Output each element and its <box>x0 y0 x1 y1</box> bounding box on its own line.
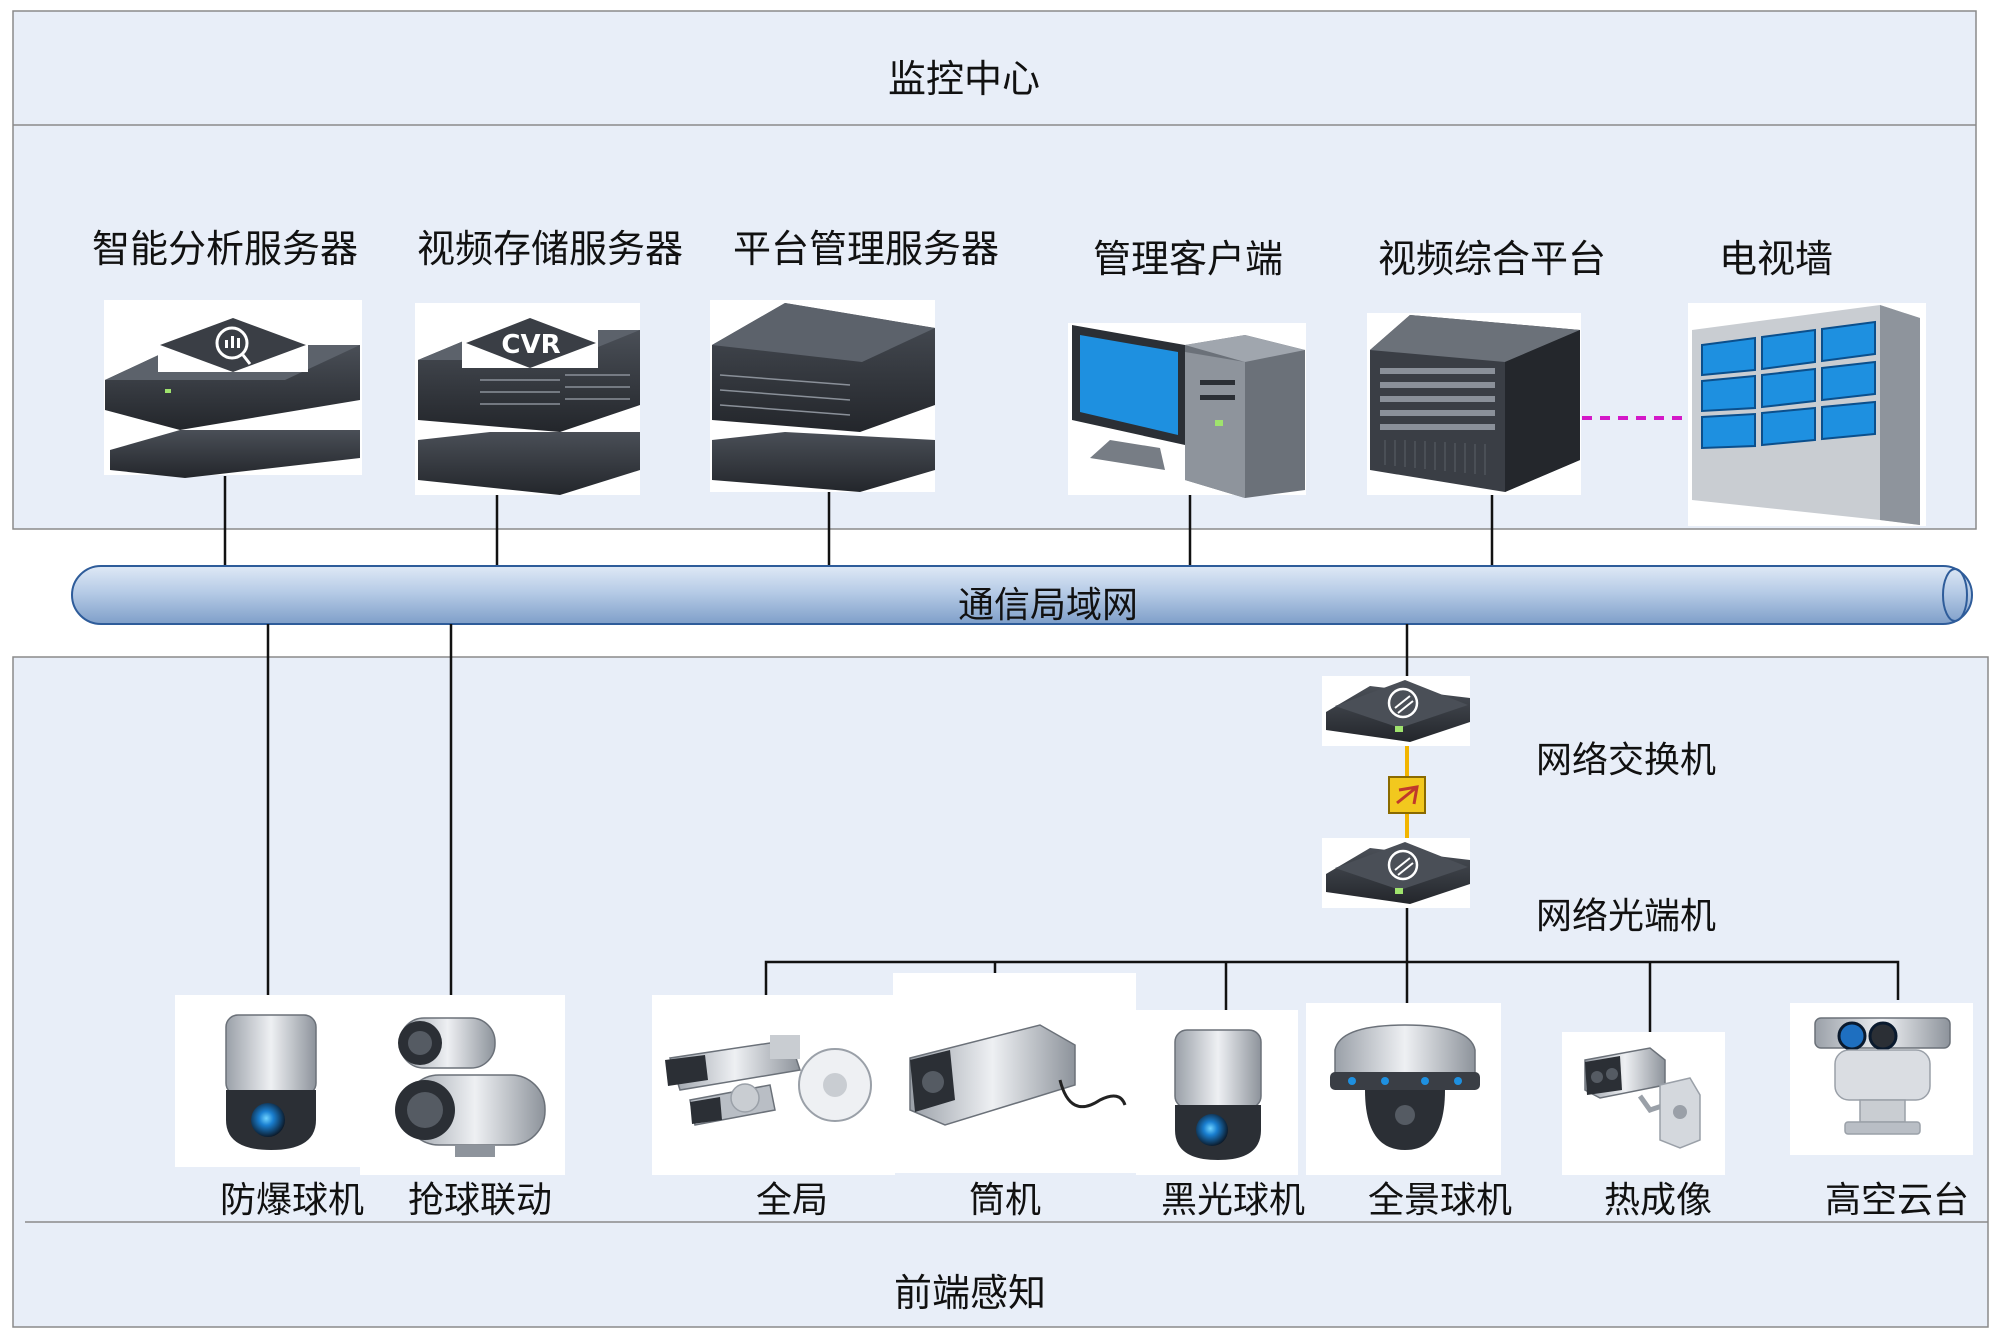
device-label-blacklight-dome: 黑光球机 <box>1161 1180 1305 1221</box>
panoramic-dome-camera-icon <box>1306 1003 1501 1175</box>
fiber-converter-icon <box>1388 776 1426 814</box>
monitoring-center-title: 监控中心 <box>888 57 1040 101</box>
device-label-explosion-proof-dome: 防爆球机 <box>220 1180 364 1221</box>
video-platform-icon <box>1367 313 1581 495</box>
panoramic-gun-camera-icon <box>652 995 895 1175</box>
device-label-storage-server: 视频存储服务器 <box>417 227 683 271</box>
network-bus: 通信局域网 <box>71 565 1973 626</box>
network-switch-icon <box>1322 676 1470 746</box>
front-end-title: 前端感知 <box>894 1271 1046 1315</box>
device-label-panoramic-gun: 全局 <box>756 1180 828 1221</box>
platform-server-icon <box>710 300 935 492</box>
center-connectors <box>223 476 1494 566</box>
device-label-gun-dome-linkage: 抢球联动 <box>408 1180 552 1221</box>
device-label-analysis-server: 智能分析服务器 <box>92 227 358 271</box>
network-bus-label: 通信局域网 <box>958 585 1138 626</box>
high-altitude-ptz-icon <box>1790 1003 1973 1155</box>
gun-dome-linkage-camera-icon <box>360 995 565 1175</box>
device-label-video-platform: 视频综合平台 <box>1378 237 1606 281</box>
cvr-badge: CVR <box>501 330 560 360</box>
device-label-management-client: 管理客户端 <box>1093 237 1283 281</box>
optical-transceiver-icon <box>1322 838 1470 908</box>
device-label-thermal: 热成像 <box>1604 1180 1712 1221</box>
front-end-connectors <box>266 624 1900 1036</box>
client-pc-icon <box>1068 323 1306 498</box>
optical-label: 网络光端机 <box>1536 896 1716 937</box>
cvr-storage-server-icon: CVR <box>415 303 640 495</box>
video-wall-icon <box>1688 303 1926 526</box>
bullet-camera-icon <box>893 973 1136 1173</box>
device-label-panoramic-dome: 全景球机 <box>1368 1180 1512 1221</box>
device-label-video-wall: 电视墙 <box>1719 237 1833 281</box>
blacklight-dome-camera-icon <box>1136 1010 1298 1175</box>
analysis-server-icon <box>104 300 362 478</box>
switch-label: 网络交换机 <box>1536 740 1716 781</box>
device-label-high-altitude-ptz: 高空云台 <box>1825 1180 1969 1221</box>
device-label-platform-server: 平台管理服务器 <box>733 227 999 271</box>
explosion-proof-dome-camera-icon <box>175 995 360 1167</box>
thermal-camera-icon <box>1562 1032 1725 1175</box>
device-label-bullet: 筒机 <box>969 1180 1041 1221</box>
